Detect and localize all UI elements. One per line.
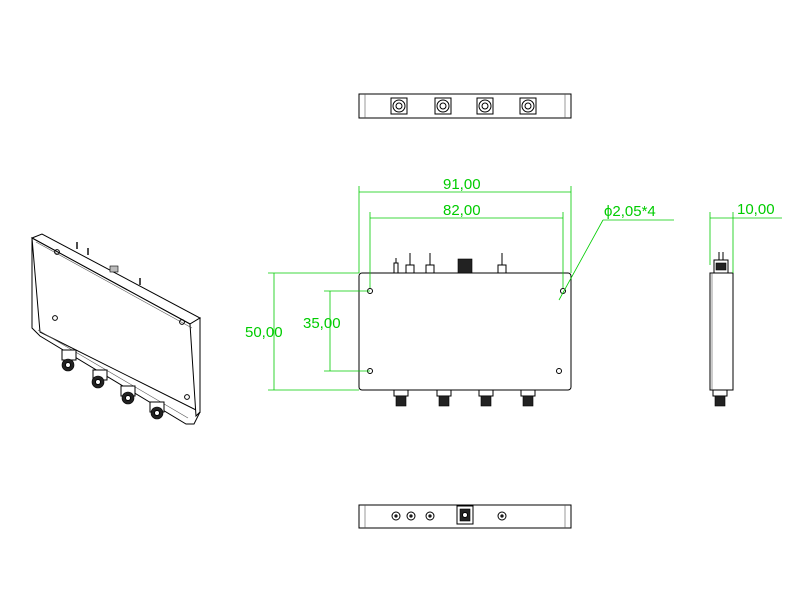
bottom-view	[358, 504, 572, 529]
dim-overall-width: 50,00	[245, 324, 283, 341]
iso-hole-1	[54, 249, 60, 255]
iso-hole-3	[52, 315, 58, 321]
front-view-connector-1	[393, 389, 409, 407]
iso-connector-2	[91, 369, 108, 389]
top-view-connector-1	[390, 97, 408, 115]
top-view-connector-2	[434, 97, 452, 115]
bottom-view-pins	[391, 511, 507, 521]
front-view-body	[358, 272, 572, 391]
top-view-connector-4	[519, 97, 537, 115]
front-view-connector-4	[520, 389, 536, 407]
front-view-connector-3	[478, 389, 494, 407]
iso-hole-2	[179, 319, 185, 325]
iso-connector-4	[149, 401, 165, 420]
side-view-body	[709, 272, 734, 391]
dim-hole-spacing-length: 82,00	[443, 202, 481, 219]
top-view-connector-3	[476, 97, 494, 115]
front-view	[358, 253, 572, 407]
side-view-bottom-connector	[712, 389, 728, 407]
bottom-view-connector	[456, 505, 474, 525]
side-view-top-parts	[713, 252, 729, 274]
side-view	[709, 252, 734, 407]
iso-hole-4	[184, 394, 190, 400]
front-hole-bottom-right	[556, 368, 562, 374]
iso-front-face	[31, 237, 201, 413]
iso-connector-3	[120, 385, 136, 405]
iso-outline	[31, 238, 201, 425]
front-view-top-pins	[393, 253, 507, 274]
dim-overall-length: 91,00	[443, 176, 481, 193]
front-view-connector-2	[436, 389, 452, 407]
isometric-view	[30, 233, 202, 425]
dim-hole-spec: ϕ2,05*4	[604, 203, 656, 220]
dim-thickness: 10,00	[737, 201, 775, 218]
iso-top-edge	[35, 241, 193, 329]
iso-top-connector	[109, 265, 119, 273]
iso-connector-1	[61, 349, 77, 372]
dim-hole-spacing-width: 35,00	[303, 315, 341, 332]
top-view	[358, 93, 572, 119]
dimension-lines	[268, 186, 782, 391]
